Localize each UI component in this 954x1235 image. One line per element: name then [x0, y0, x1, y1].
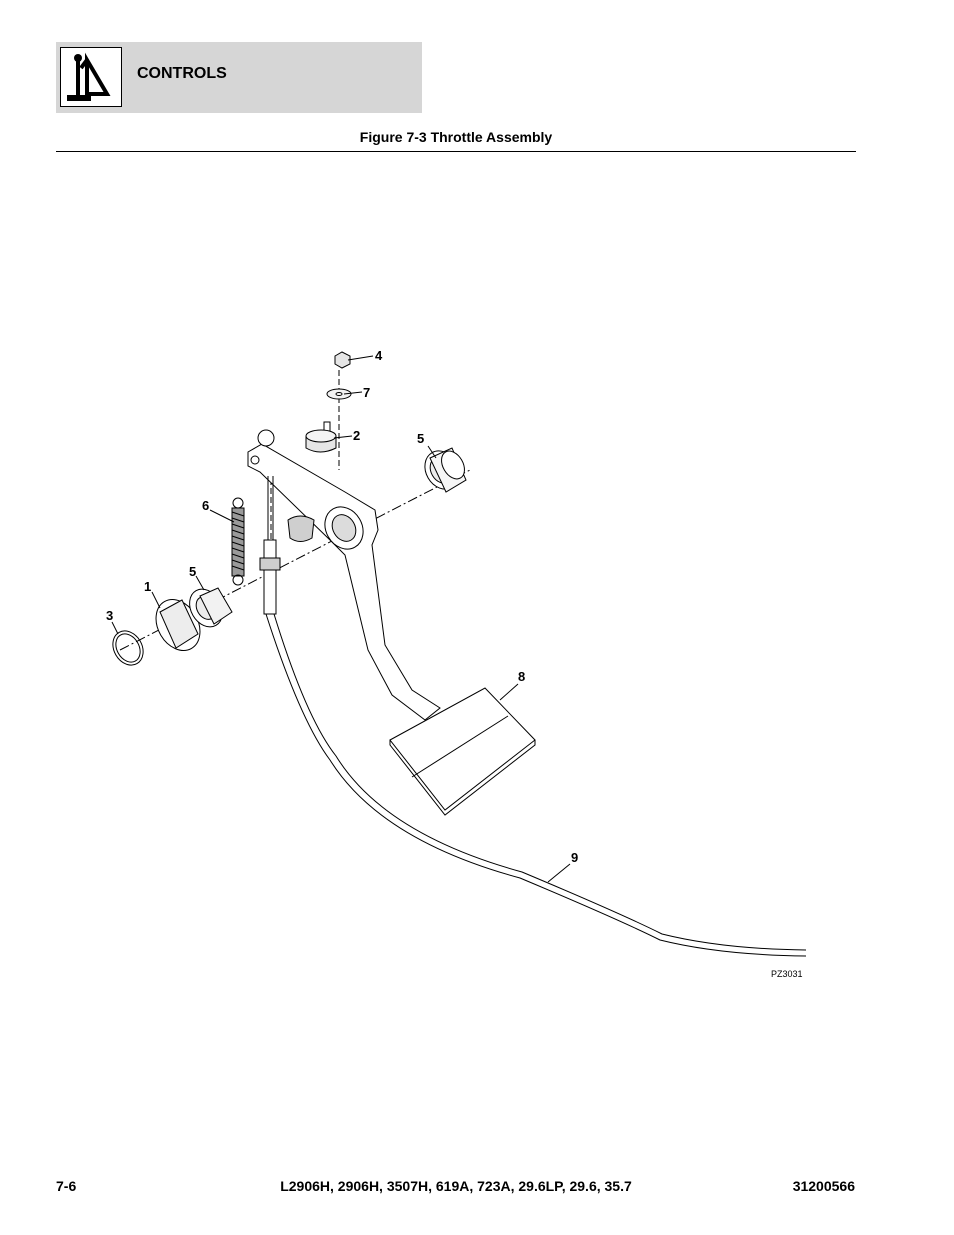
figure-title: Figure 7-3 Throttle Assembly: [359, 129, 553, 145]
page-number: 7-6: [56, 1178, 77, 1194]
callout-4: 4: [375, 348, 383, 363]
callout-6: 6: [202, 498, 209, 513]
joystick-control-icon: [60, 47, 122, 107]
callout-1: 1: [144, 579, 151, 594]
header-divider: [56, 151, 856, 152]
figure-code: PZ3031: [771, 969, 803, 979]
section-title: CONTROLS: [137, 65, 227, 82]
callout-5-lower: 5: [189, 564, 196, 579]
callout-9: 9: [571, 850, 578, 865]
model-list: L2906H, 2906H, 3507H, 619A, 723A, 29.6LP…: [280, 1178, 632, 1194]
callout-3: 3: [106, 608, 113, 623]
document-number: 31200566: [792, 1178, 855, 1194]
callout-2: 2: [353, 428, 360, 443]
callout-5-upper: 5: [417, 431, 424, 446]
callout-8: 8: [518, 669, 525, 684]
callout-7: 7: [363, 385, 370, 400]
